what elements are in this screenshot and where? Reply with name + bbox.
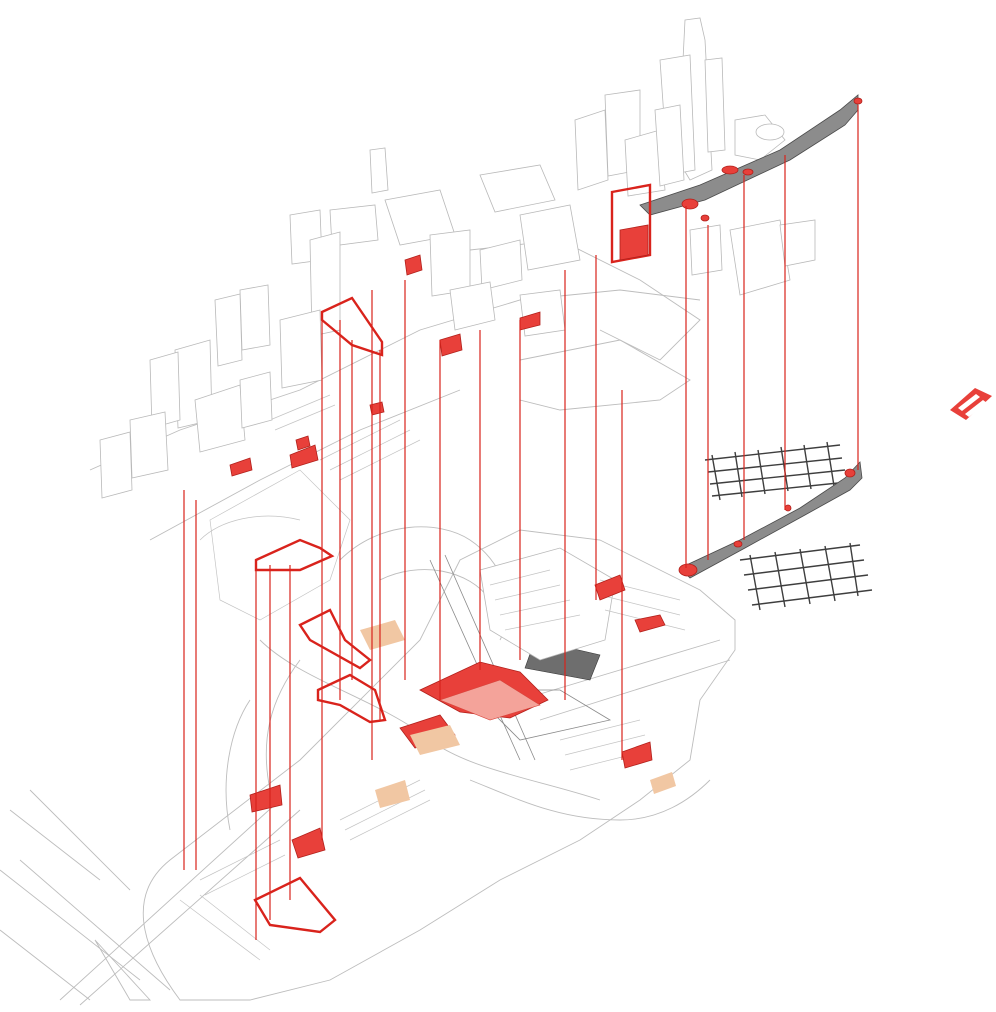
context-buildings	[99, 17, 816, 499]
site-boundary	[142, 529, 736, 1001]
ground-plane	[0, 469, 736, 1006]
dark-grid-lower	[739, 542, 873, 611]
north-arrow-icon	[950, 388, 992, 420]
highlighted-elements	[229, 97, 863, 934]
connector-lines	[183, 105, 859, 940]
deck-lower	[679, 461, 863, 579]
